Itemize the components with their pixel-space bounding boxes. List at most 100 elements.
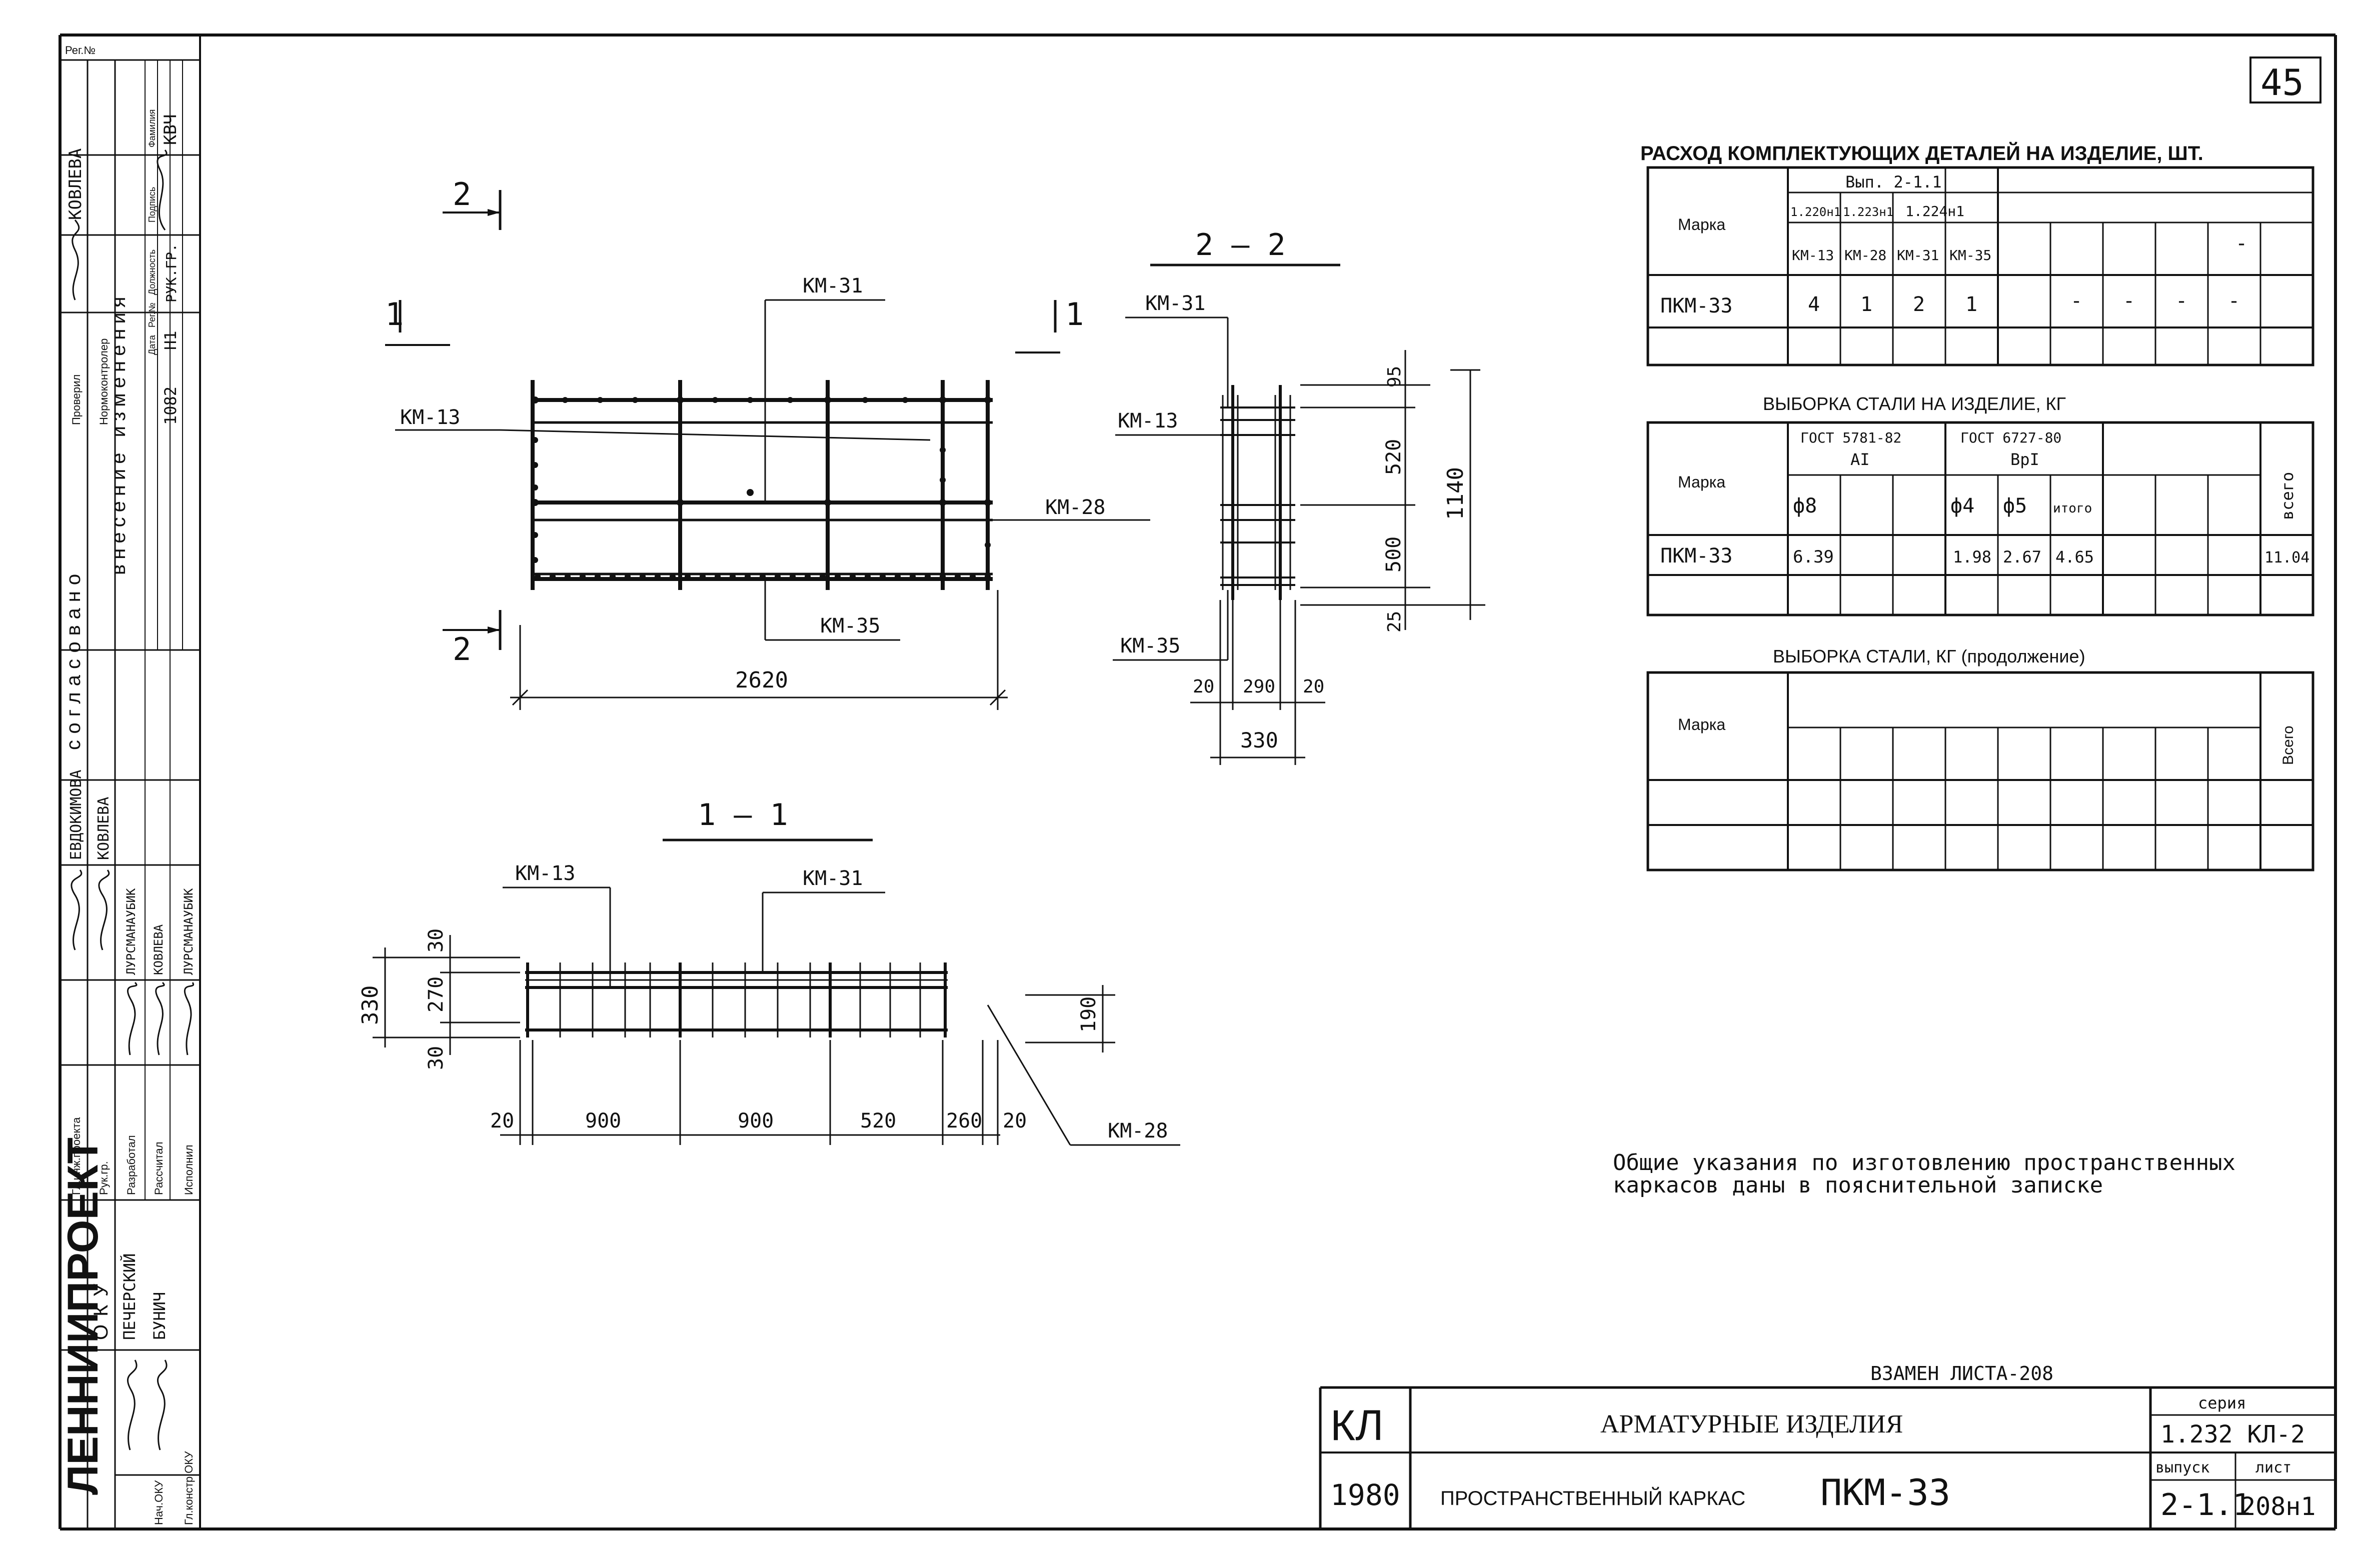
section22-dim-330: 330 [1240,728,1278,752]
checked-signature [72,220,80,300]
section22-dim-1140: 1140 [1443,467,1468,520]
section22-dim-25: 25 [1384,611,1405,632]
title-code: КЛ [1330,1402,1384,1450]
parts-dash-3: - [2175,290,2187,312]
steel-marka-header: Марка [1678,473,1725,491]
checked-name: КОВЛЕВА [66,148,86,220]
dev-signature-3 [127,982,138,1056]
title-product-group: АРМАТУРНЫЕ ИЗДЕЛИЯ [1600,1410,1903,1438]
parts-col-km28: КМ-28 [1844,247,1886,264]
note-line-2: каркасов даны в пояснительной записке [1613,1172,2103,1198]
plan-section1-left-mark: 1 [385,296,404,332]
section22-dim-95: 95 [1384,366,1405,388]
steel-value-f8: 6.39 [1793,547,1834,567]
title-product-mark: ПКМ-33 [1820,1472,1950,1514]
plan-section2-top-mark: 2 [453,176,471,212]
title-series: 1.232 КЛ-2 [2160,1420,2305,1448]
dev-signature-4 [155,982,165,1056]
section11-title: 1 — 1 [698,798,788,832]
plan-label-km35: КМ-35 [820,614,880,638]
role-chief-designer-oku: Гл.констр.ОКУ [183,1451,195,1525]
section11-dim-260: 260 [946,1110,982,1132]
steel-col-f8: ф8 [1793,494,1817,518]
dev-name-1: ЕВДОКИМОВА [68,770,85,860]
section22-dim-20-right: 20 [1303,676,1324,697]
section22-dim-20-left: 20 [1193,676,1214,697]
steel-gost2-class: ВрI [2010,450,2039,469]
parts-group-2: 1.223н1 [1843,205,1893,219]
section11-rods [526,962,947,1038]
title-sheet: 208н1 [2240,1492,2316,1521]
parts-value-km13: 4 [1808,293,1820,316]
section11-dim-900-a: 900 [585,1110,621,1132]
role-developed: Разработал [125,1135,138,1195]
parts-dash-2: - [2123,290,2135,312]
section11-dim-20-right: 20 [1003,1110,1027,1132]
sheet-frame [59,34,2337,1530]
changes-col-reg: Рег.№ [147,302,157,328]
section11-dim-520: 520 [860,1110,896,1132]
changes-col-signature: Подпись [147,187,157,222]
steel2-col-total: Всего [2280,726,2296,765]
steel-value-f4: 1.98 [1953,548,1991,566]
role-normcontrol: Нормоконтролер [98,338,110,425]
parts-marka-header: Марка [1678,216,1725,234]
parts-issue-header: Вып. 2-1.1 [1845,172,1942,192]
steel-value-f5: 2.67 [2003,548,2041,566]
section11-dim-900-b: 900 [738,1110,774,1132]
changes-col-date: Дата [147,334,157,355]
title-sheet-label: лист [2255,1459,2291,1476]
change-position: РУК.ГР. [163,244,180,302]
role-group-head: Рук.гр. [98,1161,110,1195]
change-signature [157,150,168,230]
steel-table: ВЫБОРКА СТАЛИ НА ИЗДЕЛИЕ, КГ Марка ГОСТ … [1646,394,2314,616]
section22-label-km13: КМ-13 [1118,410,1178,432]
section-1-1: 1 — 1 КМ-13 КМ-31 КМ-28 330 30 270 30 19… [358,798,1180,1146]
role-checked: Проверил [70,374,83,425]
steel-col-f5: ф5 [2003,494,2027,518]
parts-value-km28: 1 [1860,293,1872,316]
changes-title: внесение изменения [108,292,130,575]
section11-dim-30-top: 30 [425,928,448,952]
dev-name-5: ЛУРСМАНАУБИК [182,888,196,975]
parts-dash-5: - [2235,232,2247,255]
steel-row-mark: ПКМ-33 [1660,544,1733,568]
plan-label-km28: КМ-28 [1045,496,1105,519]
changes-col-surname: Фамилия [147,110,157,148]
parts-col-km35: КМ-35 [1949,247,1991,264]
section11-dim-330: 330 [358,986,383,1025]
steel-gost1: ГОСТ 5781-82 [1800,430,1901,446]
steel-table-continued: ВЫБОРКА СТАЛИ, КГ (продолжение) Марка Вс… [1646,646,2314,872]
parts-value-km31: 2 [1913,293,1925,316]
dev-signature-5 [184,982,195,1056]
dev-name-4: КОВЛЕВА [152,924,166,975]
section22-dim-290: 290 [1243,676,1275,697]
dev-name-3: ЛУРСМАНАУБИК [124,888,138,975]
replace-sheet-note: ВЗАМЕН ЛИСТА-208 [1870,1362,2053,1384]
section11-label-km28: КМ-28 [1108,1120,1168,1142]
dev-signature-2 [98,870,110,950]
section22-dim-520: 520 [1382,439,1405,475]
section11-dim-30-bottom: 30 [425,1046,448,1070]
changes-col-position: Должность [147,250,157,295]
steel-value-subtotal: 4.65 [2055,548,2094,566]
role-executed: Исполнил [183,1144,195,1195]
parts-col-km13: КМ-13 [1792,247,1834,264]
title-year: 1980 [1330,1478,1400,1512]
reg-no-label: Рег.№ [65,44,96,56]
parts-dash-4: - [2228,290,2240,312]
organization-name: ЛЕННИИПРОЕКТ [59,1138,107,1495]
plan-label-km13: КМ-13 [400,406,460,429]
note-line-1: Общие указания по изготовлению пространс… [1613,1150,2235,1176]
section11-label-km13: КМ-13 [515,862,575,885]
sheet-number: 45 [2260,62,2304,104]
section11-dim-20-left: 20 [490,1110,514,1132]
parts-value-km35: 1 [1965,293,1977,316]
plan-label-km31: КМ-31 [803,274,863,298]
section11-label-km31: КМ-31 [803,867,863,890]
change-reg: Н1 [161,330,180,350]
steel-table-title: ВЫБОРКА СТАЛИ НА ИЗДЕЛИЕ, КГ [1763,394,2066,414]
parts-table: РАСХОД КОМПЛЕКТУЮЩИХ ДЕТАЛЕЙ НА ИЗДЕЛИЕ,… [1640,142,2314,366]
dev-signature-1 [71,870,83,950]
